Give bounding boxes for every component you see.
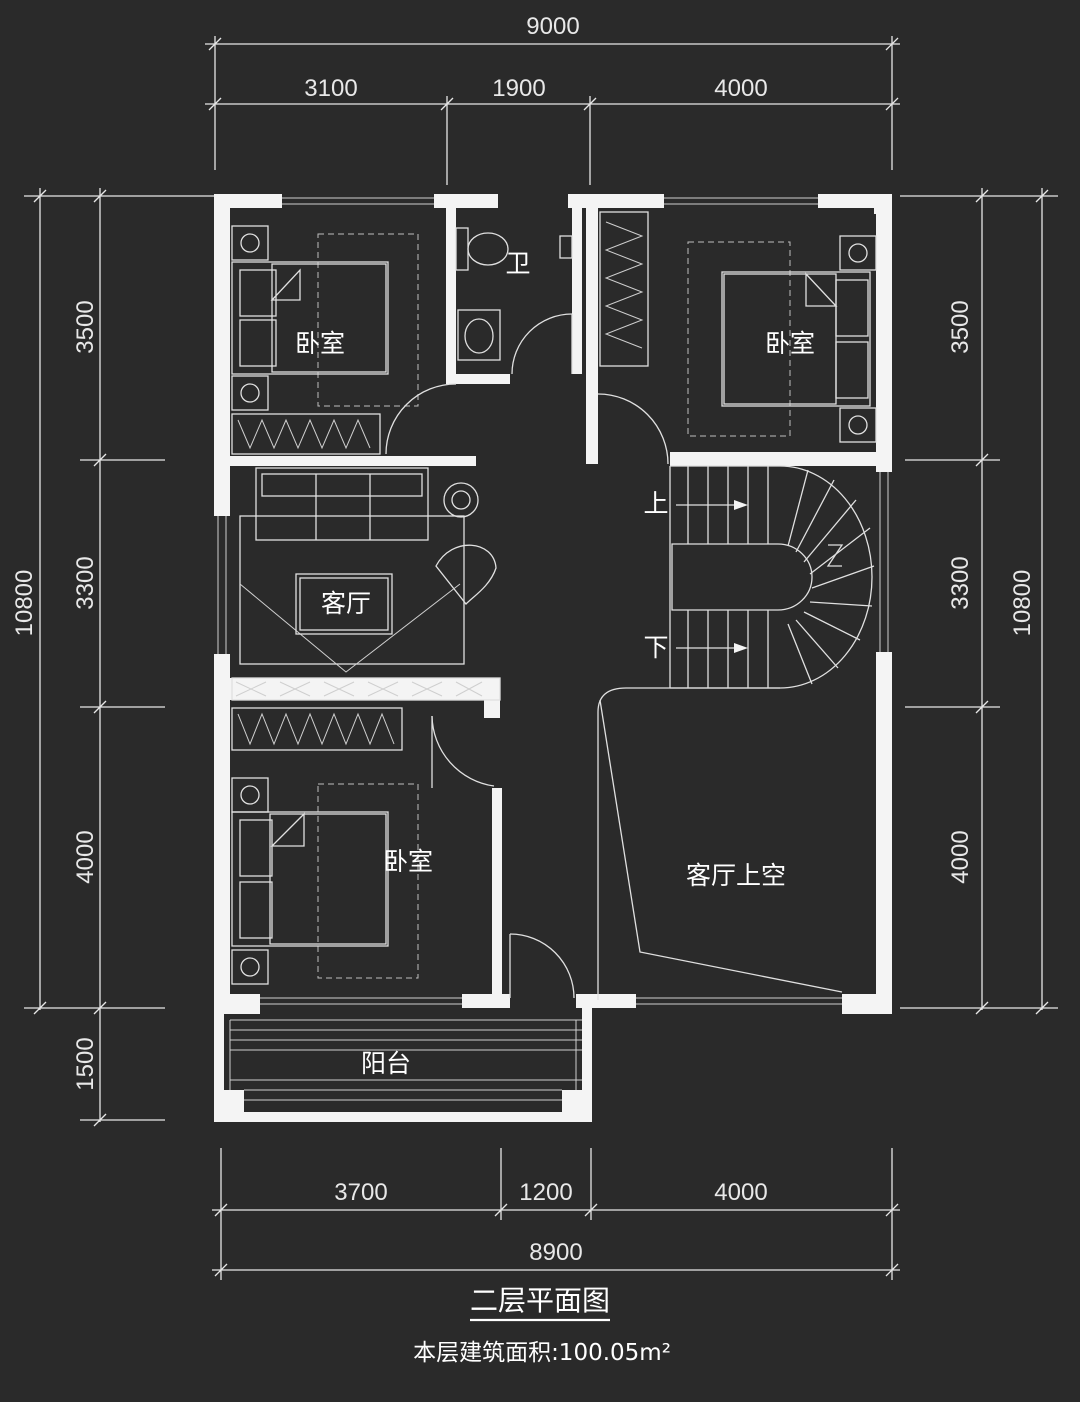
stair-down-label: 下	[643, 633, 668, 662]
right-dimension-1: 3500	[947, 300, 974, 353]
interior-walls	[230, 194, 876, 998]
exterior-walls	[214, 194, 892, 1014]
floor-area-label: 本层建筑面积:100.05m²	[413, 1340, 671, 1366]
room-label-balcony: 阳台	[361, 1049, 411, 1078]
top-total-dimension: 9000	[526, 13, 579, 40]
room-label-living-void: 客厅上空	[686, 861, 786, 890]
room-label-living-room: 客厅	[321, 589, 371, 618]
top-dimension-2: 1900	[492, 75, 545, 102]
stair-up-label: 上	[643, 489, 668, 518]
room-label-bedroom-top-left: 卧室	[295, 329, 345, 358]
left-dimension-3: 4000	[72, 830, 99, 883]
staircase	[669, 465, 875, 689]
bathroom	[455, 227, 573, 375]
bedroom-bottom-left	[231, 707, 575, 999]
bottom-dimension-1: 3700	[334, 1179, 387, 1206]
room-label-bedroom-bottom-left: 卧室	[383, 847, 433, 876]
left-dimension-4: 1500	[72, 1037, 99, 1090]
room-label-bedroom-top-right: 卧室	[765, 329, 815, 358]
top-dimension-3: 4000	[714, 75, 767, 102]
right-dimension-3: 4000	[947, 830, 974, 883]
bottom-dimension-lines	[212, 1148, 900, 1280]
right-total-dimension: 10800	[1009, 570, 1036, 637]
left-dimension-lines	[24, 188, 215, 1127]
left-dimension-2: 3300	[72, 556, 99, 609]
bottom-dimension-3: 4000	[714, 1179, 767, 1206]
living-void-area	[597, 687, 843, 1000]
bedroom-top-right	[597, 211, 877, 465]
bottom-total-dimension: 8900	[529, 1239, 582, 1266]
top-dimension-1: 3100	[304, 75, 357, 102]
windows	[217, 197, 889, 1005]
left-dimension-1: 3500	[72, 300, 99, 353]
balcony	[214, 1008, 592, 1122]
right-dimension-2: 3300	[947, 556, 974, 609]
plan-title: 二层平面图	[470, 1284, 610, 1317]
bottom-dimension-2: 1200	[519, 1179, 572, 1206]
top-dimension-lines	[205, 36, 900, 185]
right-dimension-lines	[900, 188, 1058, 1015]
left-total-dimension: 10800	[11, 570, 38, 637]
bedroom-top-left	[231, 225, 457, 455]
room-label-bathroom: 卫	[505, 249, 530, 278]
living-room	[231, 467, 501, 701]
